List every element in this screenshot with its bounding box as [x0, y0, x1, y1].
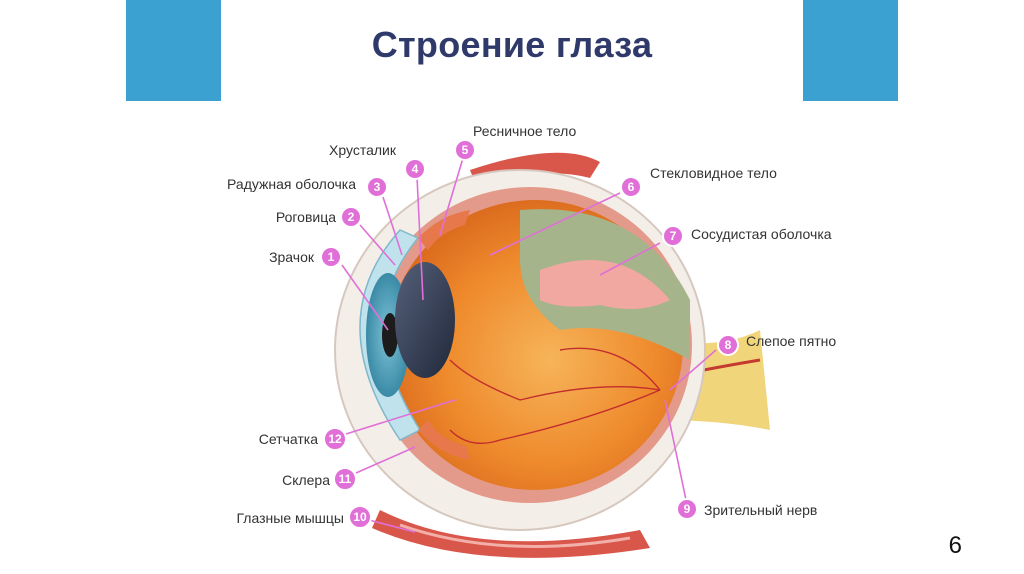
- part-number-9: 9: [684, 502, 691, 516]
- part-number-4: 4: [412, 162, 419, 176]
- part-label-1: Зрачок: [269, 249, 315, 265]
- part-label-2: Роговица: [276, 209, 336, 225]
- part-label-3: Радужная оболочка: [227, 176, 356, 192]
- lens-shape: [395, 262, 455, 378]
- part-number-7: 7: [670, 229, 677, 243]
- part-number-10: 10: [353, 510, 367, 524]
- part-label-10: Глазные мышцы: [237, 510, 344, 526]
- part-number-3: 3: [374, 180, 381, 194]
- part-number-11: 11: [339, 472, 352, 486]
- part-label-9: Зрительный нерв: [704, 502, 817, 518]
- part-number-6: 6: [628, 180, 635, 194]
- part-label-11: Склера: [282, 472, 330, 488]
- part-number-12: 12: [328, 432, 342, 446]
- part-number-5: 5: [462, 143, 469, 157]
- part-number-2: 2: [348, 210, 355, 224]
- part-label-12: Сетчатка: [259, 431, 318, 447]
- slide-number: 6: [949, 532, 962, 560]
- part-label-8: Слепое пятно: [746, 333, 836, 349]
- part-label-4: Хрусталик: [329, 142, 397, 158]
- part-label-7: Сосудистая оболочка: [691, 226, 832, 242]
- part-number-8: 8: [725, 338, 732, 352]
- part-label-5: Ресничное тело: [473, 123, 576, 139]
- part-label-6: Стекловидное тело: [650, 165, 777, 181]
- part-number-1: 1: [328, 250, 335, 264]
- eye-illustration: [335, 153, 770, 558]
